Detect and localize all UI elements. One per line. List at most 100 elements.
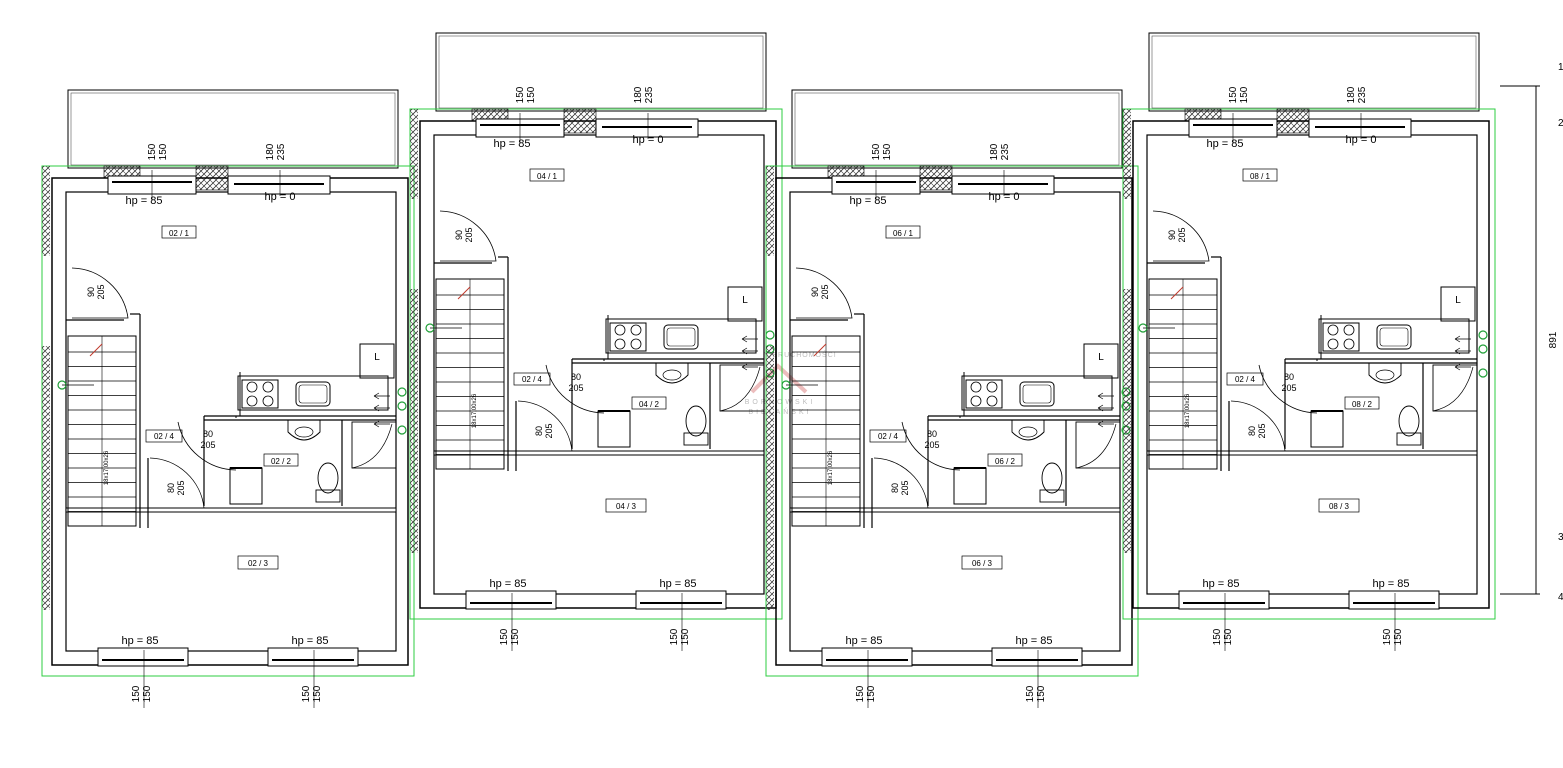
boiler-unit xyxy=(597,410,631,448)
overall-dimension: 891 1 2 3 4 xyxy=(1500,62,1563,603)
room-label-bath: 04 / 2 xyxy=(639,400,660,409)
staircase: 18x17,00x26 xyxy=(435,278,505,470)
room-tag-box xyxy=(263,453,299,467)
pipe-arrow xyxy=(1454,363,1471,371)
window-top-right-height: 235 xyxy=(644,86,655,103)
door-bath-width: 80 xyxy=(203,429,213,439)
balcony-inner xyxy=(438,35,764,109)
cooktop xyxy=(965,379,1003,409)
window-bottom-left-width: 150 xyxy=(499,628,510,645)
shower-curve xyxy=(1075,423,1117,469)
edge-mark-2: 2 xyxy=(1558,118,1563,129)
installation-point xyxy=(1478,344,1488,354)
room-tag-box xyxy=(513,372,551,386)
burner xyxy=(246,395,258,407)
door-hall-width: 80 xyxy=(890,483,900,493)
room-tag-box xyxy=(1242,168,1278,182)
door-entry-height: 205 xyxy=(96,284,106,299)
toilet-cistern xyxy=(683,432,709,446)
room-label-hall: 02 / 4 xyxy=(522,375,543,384)
washbasin xyxy=(1368,362,1402,384)
hatched-wall xyxy=(410,109,418,199)
window-top-left-sill: hp = 85 xyxy=(125,195,162,207)
inner-wall xyxy=(789,191,1121,652)
staircase: 18x17,00x26 xyxy=(67,335,137,527)
room-label-hall: 02 / 4 xyxy=(154,432,175,441)
stair-label: 18x17,00x26 xyxy=(104,450,110,485)
installation-point xyxy=(1478,368,1488,378)
door-entry-swing xyxy=(71,267,129,319)
cooktop xyxy=(241,379,279,409)
hatched-wall xyxy=(766,346,774,610)
door-bath-width: 80 xyxy=(1284,372,1294,382)
room-tag-box xyxy=(237,555,279,570)
window-bottom-left-width: 150 xyxy=(1212,628,1223,645)
outer-wall xyxy=(775,177,1133,666)
door-bath-width: 80 xyxy=(571,372,581,382)
overall-dimension-label: 891 xyxy=(1548,331,1559,348)
door-hall-swing xyxy=(149,457,205,509)
window-bottom-left-sill: hp = 85 xyxy=(845,635,882,647)
stair-arrow xyxy=(813,343,827,357)
window-bottom-right-width: 150 xyxy=(1025,685,1036,702)
pipe-arrow xyxy=(1097,404,1114,412)
shower-tray xyxy=(1075,421,1121,469)
room-label-hall: 02 / 4 xyxy=(878,432,899,441)
washbasin-bowl xyxy=(662,369,682,381)
room-label-bedroom: 04 / 3 xyxy=(616,502,637,511)
hatched-wall xyxy=(766,166,774,256)
inner-wall xyxy=(1146,134,1478,595)
room-tag-box xyxy=(605,498,647,513)
balcony-railing xyxy=(1148,32,1480,112)
window-top-right-height: 235 xyxy=(1000,143,1011,160)
window-top-left-sill: hp = 85 xyxy=(493,138,530,150)
watermark-top-text: NIERUCHOMOŚCI xyxy=(763,350,836,359)
stair-label: 18x17,00x26 xyxy=(828,450,834,485)
staircase: 18x17,00x26 xyxy=(791,335,861,527)
balcony-inner xyxy=(70,92,396,166)
installation-point xyxy=(765,330,775,340)
room-label-living: 06 / 1 xyxy=(893,229,914,238)
door-entry-width: 90 xyxy=(1167,230,1177,240)
door-bath-height: 205 xyxy=(200,440,215,450)
door-hall-height: 205 xyxy=(176,480,186,495)
burner xyxy=(614,338,626,350)
door-hall-height: 205 xyxy=(544,423,554,438)
window-bottom-left-width: 150 xyxy=(131,685,142,702)
window-top-right-width: 180 xyxy=(633,86,644,103)
door-hall-width: 80 xyxy=(534,426,544,436)
hatched-wall xyxy=(1123,289,1131,553)
outer-wall xyxy=(419,120,777,609)
shower-curve xyxy=(351,423,393,469)
fridge-label: L xyxy=(1455,295,1461,306)
fridge-label: L xyxy=(742,295,748,306)
window-top-left-width: 150 xyxy=(147,143,158,160)
window-bottom-right-height: 150 xyxy=(680,628,691,645)
window-bottom-left-height: 150 xyxy=(510,628,521,645)
burner xyxy=(1327,338,1339,350)
room-label-bedroom: 02 / 3 xyxy=(248,559,269,568)
window-bottom-right-width: 150 xyxy=(669,628,680,645)
door-entry-height: 205 xyxy=(820,284,830,299)
window-top-right-width: 180 xyxy=(989,143,1000,160)
cooktop xyxy=(1322,322,1360,352)
door-bath-height: 205 xyxy=(568,383,583,393)
door-hall-swing xyxy=(1230,400,1286,452)
window-top-left-width: 150 xyxy=(871,143,882,160)
hatched-wall xyxy=(410,289,418,553)
window-top-right-sill: hp = 0 xyxy=(265,191,296,203)
boiler-unit xyxy=(229,467,263,505)
door-entry-width: 90 xyxy=(86,287,96,297)
pipe-arrow xyxy=(741,335,758,343)
window-top-right-width: 180 xyxy=(1346,86,1357,103)
hatched-wall xyxy=(42,166,50,256)
door-entry-height: 205 xyxy=(1177,227,1187,242)
window-bottom-right-height: 150 xyxy=(1393,628,1404,645)
window-top-left-height: 150 xyxy=(882,143,893,160)
washbasin xyxy=(287,419,321,441)
window-top-right-height: 235 xyxy=(1357,86,1368,103)
fridge-box xyxy=(1083,343,1119,379)
hatched-wall xyxy=(1123,109,1131,199)
watermark-logo: NIERUCHOMOŚCI BORNOWSKI BIEŁAŃSKI xyxy=(745,350,836,416)
